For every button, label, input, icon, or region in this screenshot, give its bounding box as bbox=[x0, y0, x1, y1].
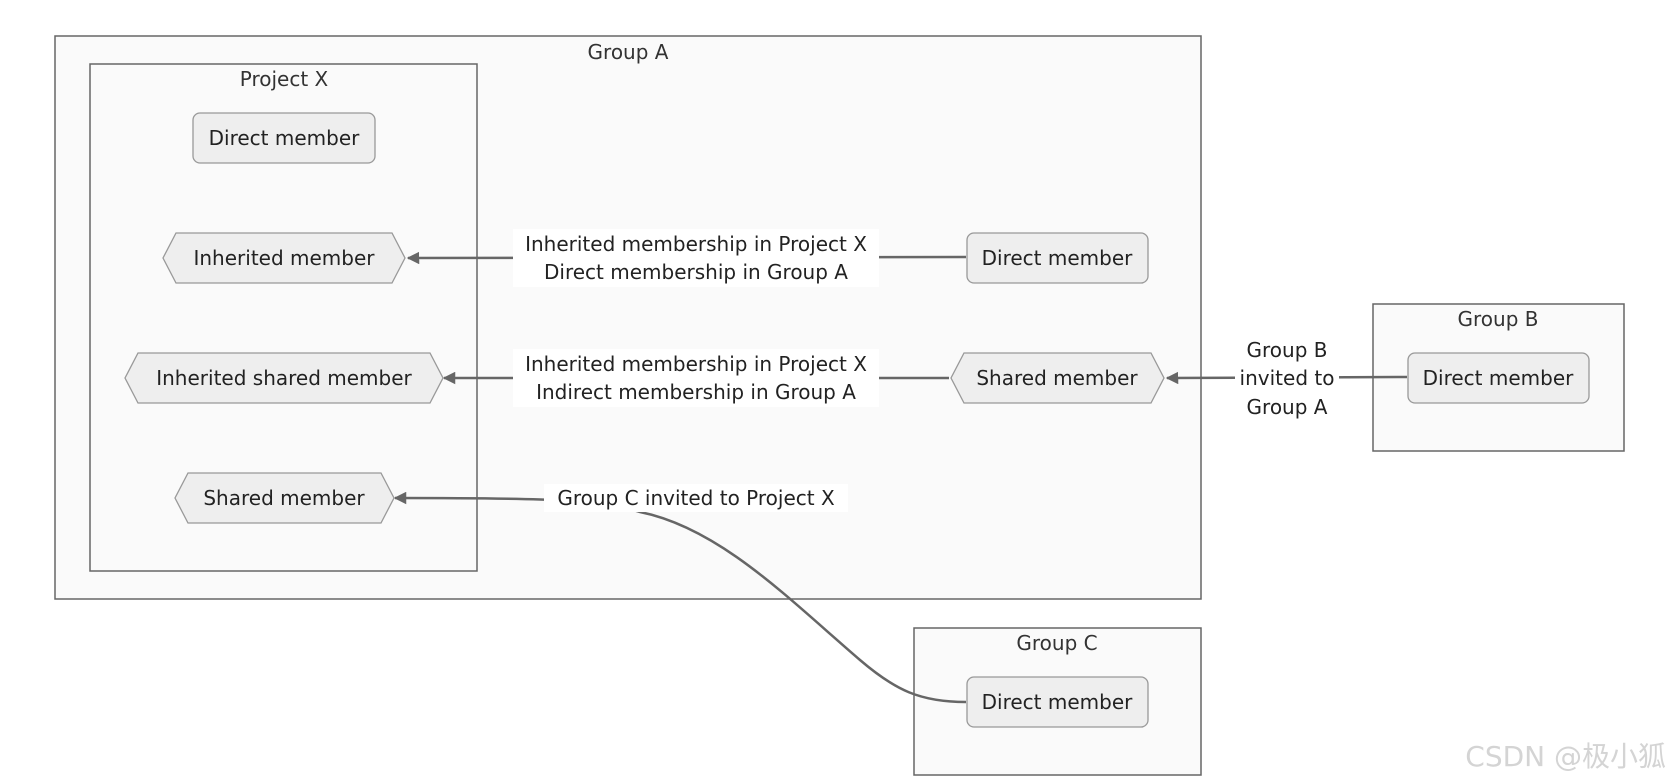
edge-group-b-invite: Group B invited to Group A bbox=[1165, 336, 1408, 422]
node-project-x-direct-member-label: Direct member bbox=[209, 126, 361, 150]
node-project-x-direct-member: Direct member bbox=[192, 112, 376, 164]
edge-group-b-invite-label-line1: Group B bbox=[1247, 338, 1328, 362]
node-group-b-direct-member: Direct member bbox=[1407, 352, 1590, 404]
cluster-project-x-title: Project X bbox=[240, 67, 329, 91]
node-project-x-inherited-shared-member-label: Inherited shared member bbox=[156, 366, 412, 390]
node-project-x-inherited-member-label: Inherited member bbox=[193, 246, 375, 270]
edge-group-b-invite-label-line3: Group A bbox=[1247, 395, 1328, 419]
edge-inherited-shared-label-line1: Inherited membership in Project X bbox=[525, 352, 867, 376]
cluster-group-a-title: Group A bbox=[588, 40, 669, 64]
node-group-a-direct-member: Direct member bbox=[966, 232, 1149, 284]
node-project-x-inherited-shared-member: Inherited shared member bbox=[124, 352, 444, 404]
node-group-c-direct-member-label: Direct member bbox=[982, 690, 1134, 714]
node-group-a-shared-member: Shared member bbox=[950, 352, 1165, 404]
cluster-group-c-title: Group C bbox=[1016, 631, 1097, 655]
node-project-x-shared-member: Shared member bbox=[174, 472, 395, 524]
edge-inherited-shared-label-line2: Indirect membership in Group A bbox=[536, 380, 856, 404]
cluster-group-b-title: Group B bbox=[1458, 307, 1539, 331]
edge-inherited-shared: Inherited membership in Project X Indire… bbox=[442, 349, 949, 407]
node-group-a-shared-member-label: Shared member bbox=[976, 366, 1138, 390]
node-project-x-shared-member-label: Shared member bbox=[203, 486, 365, 510]
node-group-b-direct-member-label: Direct member bbox=[1423, 366, 1575, 390]
node-group-a-direct-member-label: Direct member bbox=[982, 246, 1134, 270]
edge-inherited-label-line2: Direct membership in Group A bbox=[544, 260, 848, 284]
edge-inherited-label-line1: Inherited membership in Project X bbox=[525, 232, 867, 256]
edge-inherited: Inherited membership in Project X Direct… bbox=[406, 229, 967, 287]
watermark-text: CSDN @极小狐 bbox=[1465, 740, 1666, 773]
edge-group-c-invite-label: Group C invited to Project X bbox=[557, 486, 835, 510]
edge-group-c-invite: Group C invited to Project X bbox=[393, 484, 967, 704]
edge-group-b-invite-label-line2: invited to bbox=[1240, 366, 1335, 390]
node-group-c-direct-member: Direct member bbox=[966, 676, 1149, 728]
node-project-x-inherited-member: Inherited member bbox=[162, 232, 406, 284]
